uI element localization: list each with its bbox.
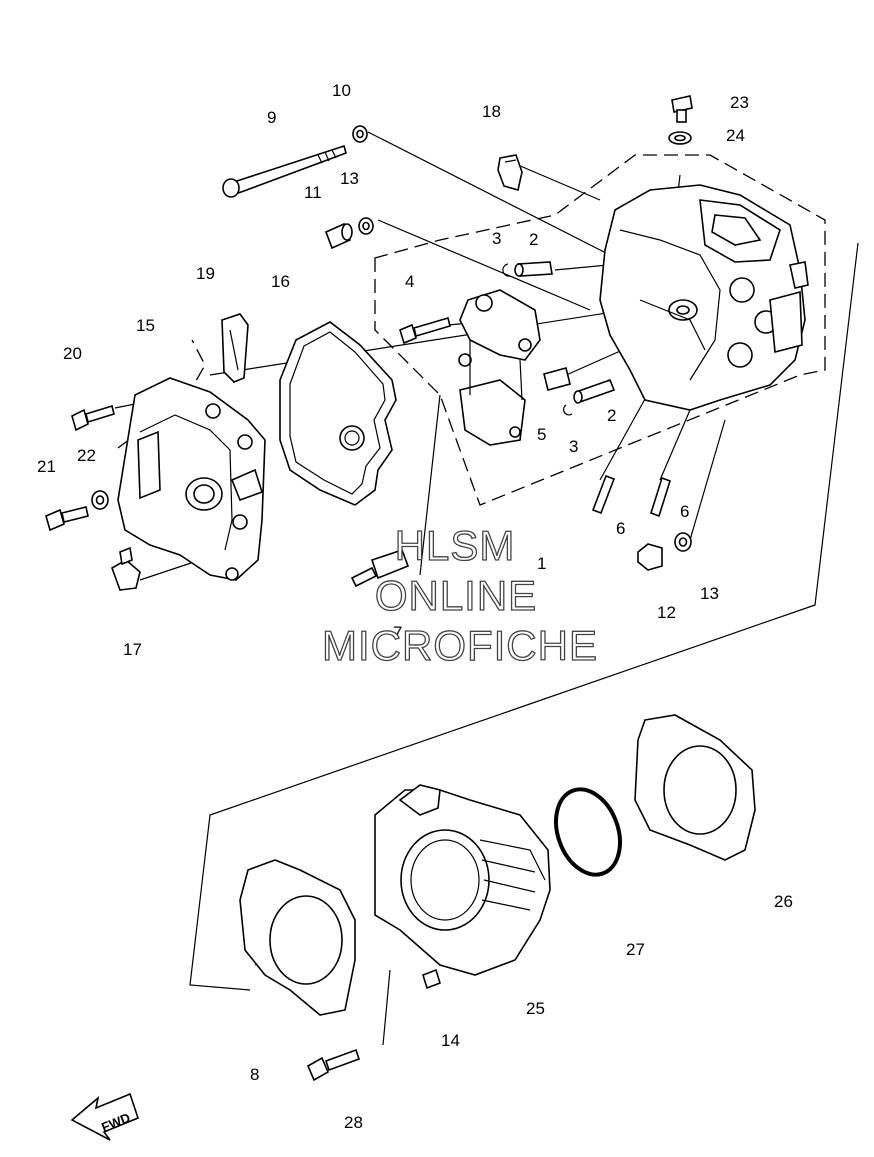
bolt-short-icon [71,404,115,432]
head-gasket-icon [634,714,756,861]
bolt-short-icon [45,506,89,532]
callout-15: 15 [136,316,155,335]
watermark-line-2: ONLINE [375,572,537,619]
valve-upper-icon [502,261,553,277]
callout-19: 19 [196,264,215,283]
callout-6: 6 [680,502,689,521]
callout-27: 27 [626,940,645,959]
callout-3: 3 [492,229,501,248]
callout-5: 5 [537,425,546,444]
callout-16: 16 [271,272,290,291]
spark-plug-icon [350,548,410,588]
callout-2: 2 [607,406,616,425]
callout-10: 10 [332,81,351,100]
cap-nut-icon [637,543,663,571]
breather-fitting-icon [111,546,141,591]
cylinder-gasket-icon [239,859,356,1016]
cylinder-head-assembly-boundary [374,154,826,506]
washer-icon [668,131,692,145]
bolt-flange-icon [306,1048,361,1082]
dowel-icon [324,222,353,250]
cylinder-head-icon [599,184,809,411]
bolt-small-icon [671,95,693,123]
cylinder-block-icon [374,784,551,976]
callout-13: 13 [700,584,719,603]
o-ring-icon [554,787,622,877]
bolt-long-icon [222,144,347,198]
head-cover-icon [117,377,266,581]
callout-labels: 1 2 2 3 3 4 5 6 6 7 8 9 10 11 12 13 13 1… [37,81,793,1132]
callout-8: 8 [250,1065,259,1084]
callout-11: 11 [304,183,322,202]
callout-9: 9 [267,108,276,127]
watermark-line-1: HLSM [395,522,516,569]
callout-17: 17 [123,640,142,659]
callout-7: 7 [393,623,402,642]
forward-direction-arrow-icon: FWD [70,1092,139,1141]
watermark: HLSM ONLINE MICROFICHE [321,521,598,669]
washer-small-icon [674,532,692,552]
camshaft-holder-icon [458,289,541,446]
callout-20: 20 [63,344,82,363]
chain-guide-stopper-icon [497,154,523,192]
callout-14: 14 [441,1031,460,1050]
cylinder-group-frame [189,242,859,991]
grommet-icon [91,490,109,510]
dowel-pin-icon [422,968,441,990]
cover-gasket-icon [279,321,397,506]
callout-22: 22 [77,446,96,465]
callout-6: 6 [616,519,625,538]
stud-bolt-icon [591,474,671,518]
callout-1: 1 [537,554,546,573]
callout-21: 21 [37,457,56,476]
callout-24: 24 [726,126,745,145]
callout-4: 4 [405,272,414,291]
callout-26: 26 [774,892,793,911]
callout-13: 13 [340,169,359,188]
washer-icon [352,125,368,143]
callout-12: 12 [657,603,676,622]
watermark-line-3: MICROFICHE [322,622,598,669]
guide-plate-icon [221,313,249,383]
washer-small-icon [358,217,374,235]
callout-18: 18 [482,102,501,121]
callout-25: 25 [526,999,545,1018]
bolt-medium-icon [399,316,451,345]
callout-2: 2 [529,230,538,249]
callout-3: 3 [569,437,578,456]
valve-lower-icon [543,367,616,416]
callout-28: 28 [344,1113,363,1132]
callout-23: 23 [730,93,749,112]
